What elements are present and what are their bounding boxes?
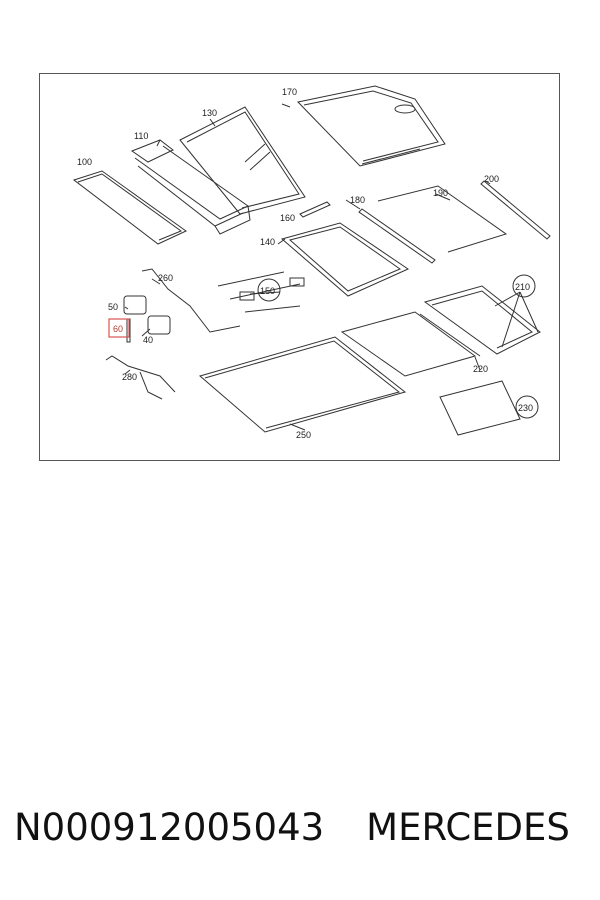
part-280-shape: [105, 355, 176, 393]
callout-110: 110: [134, 131, 148, 141]
highlight-box-60: [108, 318, 130, 338]
part-160-shape: [299, 201, 331, 218]
part-260-shape: [141, 268, 241, 333]
callout-50: 50: [108, 302, 118, 312]
callout-280: 280: [122, 372, 137, 382]
callout-160: 160: [280, 213, 295, 223]
callout-190: 190: [433, 188, 448, 198]
brand-name: MERCEDES: [366, 806, 570, 849]
part-number: N000912005043: [14, 806, 325, 849]
callout-circle-210: [512, 274, 536, 298]
part-140-shape: [280, 222, 410, 297]
callout-220: 220: [473, 364, 488, 374]
callout-200: 200: [484, 174, 499, 184]
callout-260: 260: [158, 273, 173, 283]
part-170-shape: [297, 85, 446, 167]
callout-250: 250: [296, 430, 311, 440]
part-180-shape: [358, 208, 436, 264]
callout-150: 150: [260, 286, 275, 296]
exploded-view: 100 110 130 140 150 160 170 180 190 200 …: [72, 85, 551, 440]
part-110-shape: [130, 139, 174, 163]
callout-170: 170: [282, 87, 297, 97]
callout-circle-150: [257, 278, 281, 302]
product-caption: N000912005043 MERCEDES: [14, 806, 594, 860]
callout-circle-230: [515, 395, 539, 419]
callout-230: 230: [518, 403, 533, 413]
part-220-shape: [340, 311, 477, 377]
part-130-shape: [179, 106, 306, 215]
callout-130: 130: [202, 108, 217, 118]
callout-60: 60: [113, 324, 123, 334]
part-200-shape: [480, 180, 551, 240]
part-250-shape: [198, 336, 407, 433]
callout-40: 40: [143, 335, 153, 345]
part-150-shape: [217, 271, 301, 313]
part-40-shape: [147, 315, 171, 335]
part-210-shape: [423, 285, 541, 355]
part-50-shape: [123, 295, 147, 315]
callout-180: 180: [350, 195, 365, 205]
part-100-shape: [72, 170, 187, 245]
callout-100: 100: [77, 157, 92, 167]
parts-diagram: 100 110 130 140 150 160 170 180 190 200 …: [39, 73, 560, 461]
callout-210: 210: [515, 282, 530, 292]
part-190-shape: [377, 185, 508, 253]
callout-140: 140: [260, 237, 275, 247]
part-230-shape: [439, 380, 521, 436]
